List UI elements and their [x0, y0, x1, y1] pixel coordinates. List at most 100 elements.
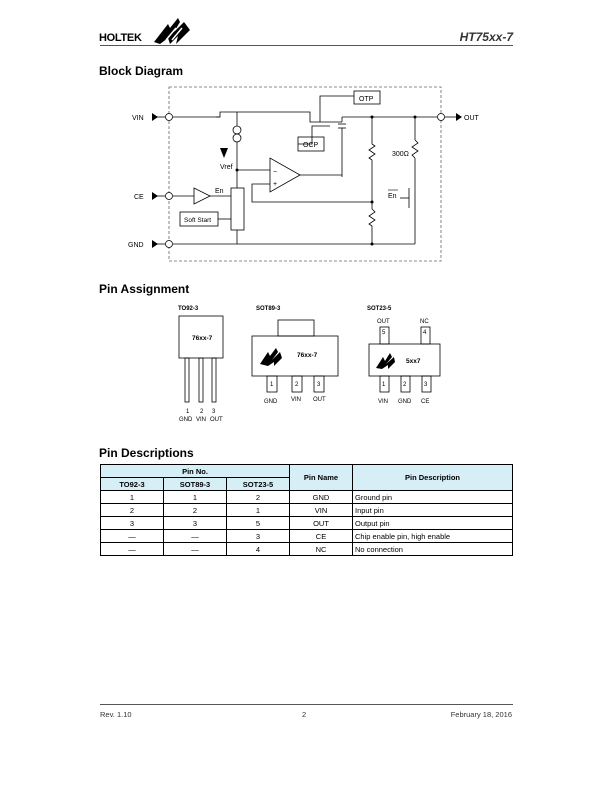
sot23-bottom-pin-1: 1 — [382, 382, 386, 388]
cell-sot89: 1 — [163, 490, 227, 504]
header-divider — [100, 45, 513, 46]
pin-no-header: Pin No. — [100, 464, 290, 478]
cell-sot23: 5 — [226, 516, 290, 530]
table-row: — — 4 NC No connection — [100, 542, 513, 556]
to92-pin-2: 2 — [200, 409, 204, 415]
to92-name-3: OUT — [210, 417, 223, 423]
footer-date: February 18, 2016 — [450, 710, 512, 719]
cell-to92: 3 — [100, 516, 164, 530]
amp-minus: − — [273, 169, 277, 176]
cell-pin-name: OUT — [289, 516, 353, 530]
sot23-bottom-pin-2: 2 — [403, 382, 407, 388]
sot23-top-pin-1: 5 — [382, 330, 386, 336]
ce-buffer — [193, 187, 211, 205]
sot89-name-3: OUT — [313, 397, 326, 403]
cell-sot23: 3 — [226, 529, 290, 543]
block-diagram-heading: Block Diagram — [99, 64, 184, 78]
vin-arrow-icon — [152, 113, 158, 121]
cell-sot23: 2 — [226, 490, 290, 504]
sot23-bottom-name-1: VIN — [378, 399, 388, 405]
sot89-pin-3: 3 — [317, 382, 321, 388]
pin-assignment: TO92-3 SOT89-3 SOT23-5 76xx-7 1 2 3 GND … — [178, 306, 441, 423]
cell-sot89: 2 — [163, 503, 227, 517]
subheader-to92: TO92-3 — [100, 477, 164, 491]
sot23-bottom-name-2: GND — [398, 399, 412, 405]
gnd-label: GND — [128, 242, 144, 249]
ce-terminal — [165, 192, 173, 200]
sot23-bottom-name-3: CE — [421, 399, 429, 405]
to92-name-2: VIN — [196, 417, 206, 423]
ocp-label: OCP — [303, 142, 319, 149]
otp-box — [353, 90, 381, 105]
pin-name-header: Pin Name — [289, 464, 353, 491]
sot23-bottom-pin-3: 3 — [424, 382, 428, 388]
cell-pin-desc: Input pin — [352, 503, 513, 517]
out-arrow-icon — [456, 113, 462, 121]
sot23-top-name-1: OUT — [377, 319, 390, 325]
subheader-sot23: SOT23-5 — [226, 477, 290, 491]
soft-start-label: Soft Start — [184, 217, 211, 224]
out-terminal — [437, 113, 445, 121]
block-diagram: VIN OUT CE GND OTP OCP Vref En Soft Star… — [128, 86, 480, 262]
otp-label: OTP — [359, 96, 374, 103]
sot23-top-pin-2: 4 — [423, 330, 427, 336]
pin-desc-header: Pin Description — [352, 464, 513, 491]
sot23-marking: 5xx7 — [406, 358, 421, 365]
pin-descriptions-heading: Pin Descriptions — [99, 446, 194, 460]
cell-pin-desc: Ground pin — [352, 490, 513, 504]
to92-marking: 76xx-7 — [192, 335, 213, 342]
to92-pin-1: 1 — [186, 409, 190, 415]
en-bar-label: En — [388, 193, 397, 200]
sot89-logo-icon — [260, 348, 282, 366]
soft-start-divider — [230, 187, 245, 231]
en-label: En — [215, 188, 224, 195]
cell-sot89: 3 — [163, 516, 227, 530]
cell-to92: — — [100, 542, 164, 556]
ce-label: CE — [134, 194, 144, 201]
cell-to92: 1 — [100, 490, 164, 504]
cell-to92: 2 — [100, 503, 164, 517]
cell-sot23: 4 — [226, 542, 290, 556]
pin-description-table: Pin No. Pin Name Pin Description TO92-3 … — [100, 464, 513, 556]
gnd-terminal — [165, 240, 173, 248]
sot89-pin-1: 1 — [270, 382, 274, 388]
sot89-marking: 76xx-7 — [297, 352, 318, 359]
out-label: OUT — [464, 115, 480, 122]
sot23-body — [368, 343, 441, 377]
pin-assignment-heading: Pin Assignment — [99, 282, 190, 296]
part-number: HT75xx-7 — [459, 30, 513, 44]
sot89-pin-2: 2 — [295, 382, 299, 388]
vin-terminal — [165, 113, 173, 121]
cell-sot89: — — [163, 542, 227, 556]
vin-label: VIN — [132, 115, 144, 122]
cell-pin-desc: No connection — [352, 542, 513, 556]
cell-pin-name: VIN — [289, 503, 353, 517]
sot89-name-1: GND — [264, 399, 278, 405]
cell-sot23: 1 — [226, 503, 290, 517]
sot89-body — [251, 335, 339, 377]
sot89-name-2: VIN — [291, 397, 301, 403]
logo-text: HOLTEK — [99, 32, 142, 44]
chip-boundary — [168, 86, 442, 262]
cell-to92: — — [100, 529, 164, 543]
resistor-label: 300Ω — [392, 151, 409, 158]
ocp-box — [297, 136, 325, 152]
table-row: 3 3 5 OUT Output pin — [100, 516, 513, 530]
cell-sot89: — — [163, 529, 227, 543]
to92-title: TO92-3 — [178, 306, 199, 312]
cell-pin-name: CE — [289, 529, 353, 543]
sot89-title: SOT89-3 — [256, 306, 281, 312]
ce-arrow-icon — [152, 192, 158, 200]
holtek-logo-icon — [154, 18, 190, 44]
vref-label: Vref — [220, 164, 233, 171]
gnd-arrow-icon — [152, 240, 158, 248]
sot23-top-name-2: NC — [420, 319, 429, 325]
cell-pin-name: NC — [289, 542, 353, 556]
table-row: 2 2 1 VIN Input pin — [100, 503, 513, 517]
sot23-logo-icon — [376, 353, 395, 369]
to92-pin-3: 3 — [212, 409, 216, 415]
cell-pin-name: GND — [289, 490, 353, 504]
footer-revision: Rev. 1.10 — [100, 710, 132, 719]
vref-arrow-icon — [220, 148, 228, 158]
subheader-sot89: SOT89-3 — [163, 477, 227, 491]
